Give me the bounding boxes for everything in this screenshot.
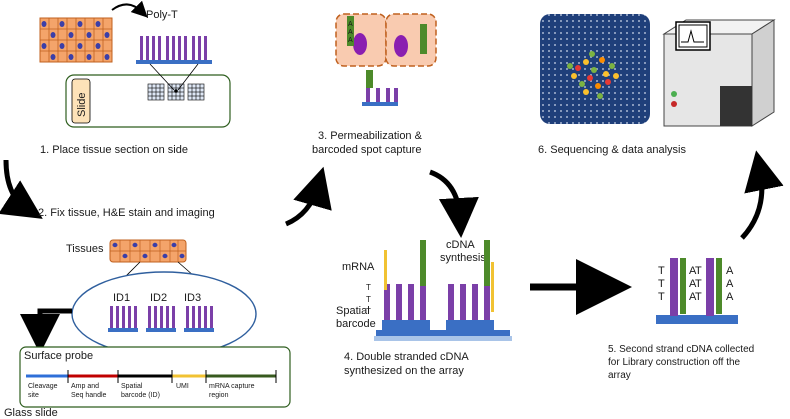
- id-probe-groups: [108, 306, 214, 332]
- arrow-to-surface-probe: [20, 308, 72, 354]
- arrow-step3-to-step4: [429, 169, 479, 238]
- cluster-spots: [567, 51, 619, 99]
- strand-letters: T T T A A A T T T A A A: [658, 265, 734, 303]
- glass-slide-label: Glass slide: [4, 407, 58, 419]
- svg-text:T: T: [658, 291, 665, 303]
- id1-label: ID1: [113, 292, 130, 304]
- step1-caption: 1. Place tissue section on side: [40, 144, 188, 156]
- step6-illustration: 6. Sequencing & data analysis: [538, 14, 776, 156]
- arrow-step1-to-step2: [0, 159, 43, 219]
- step5-caption-l2: for Library construction off the: [608, 357, 741, 368]
- svg-text:A: A: [726, 265, 734, 277]
- sequencer: [662, 19, 776, 127]
- step3-caption-l1: 3. Permeabilization &: [318, 130, 423, 142]
- svg-text:T: T: [366, 295, 371, 304]
- flip-arrow: [111, 0, 148, 18]
- cleavage-l1: Cleavage: [28, 383, 58, 390]
- surface-probe-label: Surface probe: [24, 350, 93, 362]
- capture-grids: [147, 83, 205, 101]
- probe-to-grid-lines: [149, 63, 199, 91]
- svg-text:A: A: [689, 265, 697, 277]
- svg-text:A: A: [348, 29, 353, 36]
- amp-l2: Seq handle: [71, 392, 107, 399]
- svg-text:T: T: [658, 265, 665, 277]
- capture-l2: region: [209, 392, 229, 399]
- svg-text:T: T: [695, 278, 702, 290]
- barcode-ellipse: [71, 271, 257, 357]
- tissue-slab: [109, 239, 187, 263]
- slide-label: Slide: [76, 93, 88, 117]
- probe-segments: [26, 370, 277, 383]
- svg-text:A: A: [726, 278, 734, 290]
- tissues-label: Tissues: [66, 243, 104, 255]
- tissue-block-top: [39, 17, 113, 63]
- arrow-step2-to-step3: [284, 166, 332, 227]
- step5-caption-l3: array: [608, 370, 631, 381]
- step4-caption-l2: synthesized on the array: [344, 365, 464, 377]
- poly-t-label: Poly-T: [146, 9, 178, 21]
- svg-text:T: T: [366, 307, 371, 316]
- cdna-label-l2: synthesis: [440, 252, 486, 264]
- svg-text:T: T: [658, 278, 665, 290]
- step2-illustration: 2. Fix tissue, H&E stain and imaging Tis…: [4, 207, 291, 419]
- step5-caption-l1: 5. Second strand cDNA collected: [608, 344, 754, 355]
- step5-illustration: T T T A A A T T T A A A 5. Second strand…: [608, 258, 754, 381]
- spatial-barcode-l1: Spatial: [121, 383, 143, 390]
- arrow-step5-to-step6: [740, 150, 784, 240]
- svg-text:A: A: [689, 291, 697, 303]
- step4-illustration: mRNA cDNA synthesis Spatial barcode T T …: [336, 239, 512, 377]
- id2-label: ID2: [150, 292, 167, 304]
- svg-text:A: A: [348, 37, 353, 44]
- step3-illustration: A A A 3. Permeabilization & barcoded spo…: [312, 13, 437, 156]
- cleavage-l2: site: [28, 392, 39, 399]
- svg-text:T: T: [366, 283, 371, 292]
- step2-caption: 2. Fix tissue, H&E stain and imaging: [38, 207, 215, 219]
- spatial-barcode-l2: barcode (ID): [121, 392, 160, 399]
- capture-l1: mRNA capture: [209, 383, 255, 390]
- svg-text:T: T: [695, 291, 702, 303]
- mrna-label: mRNA: [342, 261, 375, 273]
- spatial-barcode-label-l2: barcode: [336, 318, 376, 330]
- umi-label: UMI: [176, 383, 189, 390]
- svg-text:A: A: [689, 278, 697, 290]
- spatial-barcode-label-l1: Spatial: [336, 305, 370, 317]
- step6-caption: 6. Sequencing & data analysis: [538, 144, 686, 156]
- step1-illustration: Poly-T Slide: [39, 0, 231, 156]
- amp-l1: Amp and: [71, 383, 99, 390]
- svg-text:A: A: [348, 21, 353, 28]
- id3-label: ID3: [184, 292, 201, 304]
- slide: [65, 74, 231, 128]
- poly-t-probes: [136, 36, 212, 64]
- slide-label-area: [71, 78, 91, 124]
- step4-caption-l1: 4. Double stranded cDNA: [344, 351, 469, 363]
- step3-caption-l2: barcoded spot capture: [312, 144, 421, 156]
- svg-text:A: A: [726, 291, 734, 303]
- cdna-label-l1: cDNA: [446, 239, 475, 251]
- svg-text:T: T: [695, 265, 702, 277]
